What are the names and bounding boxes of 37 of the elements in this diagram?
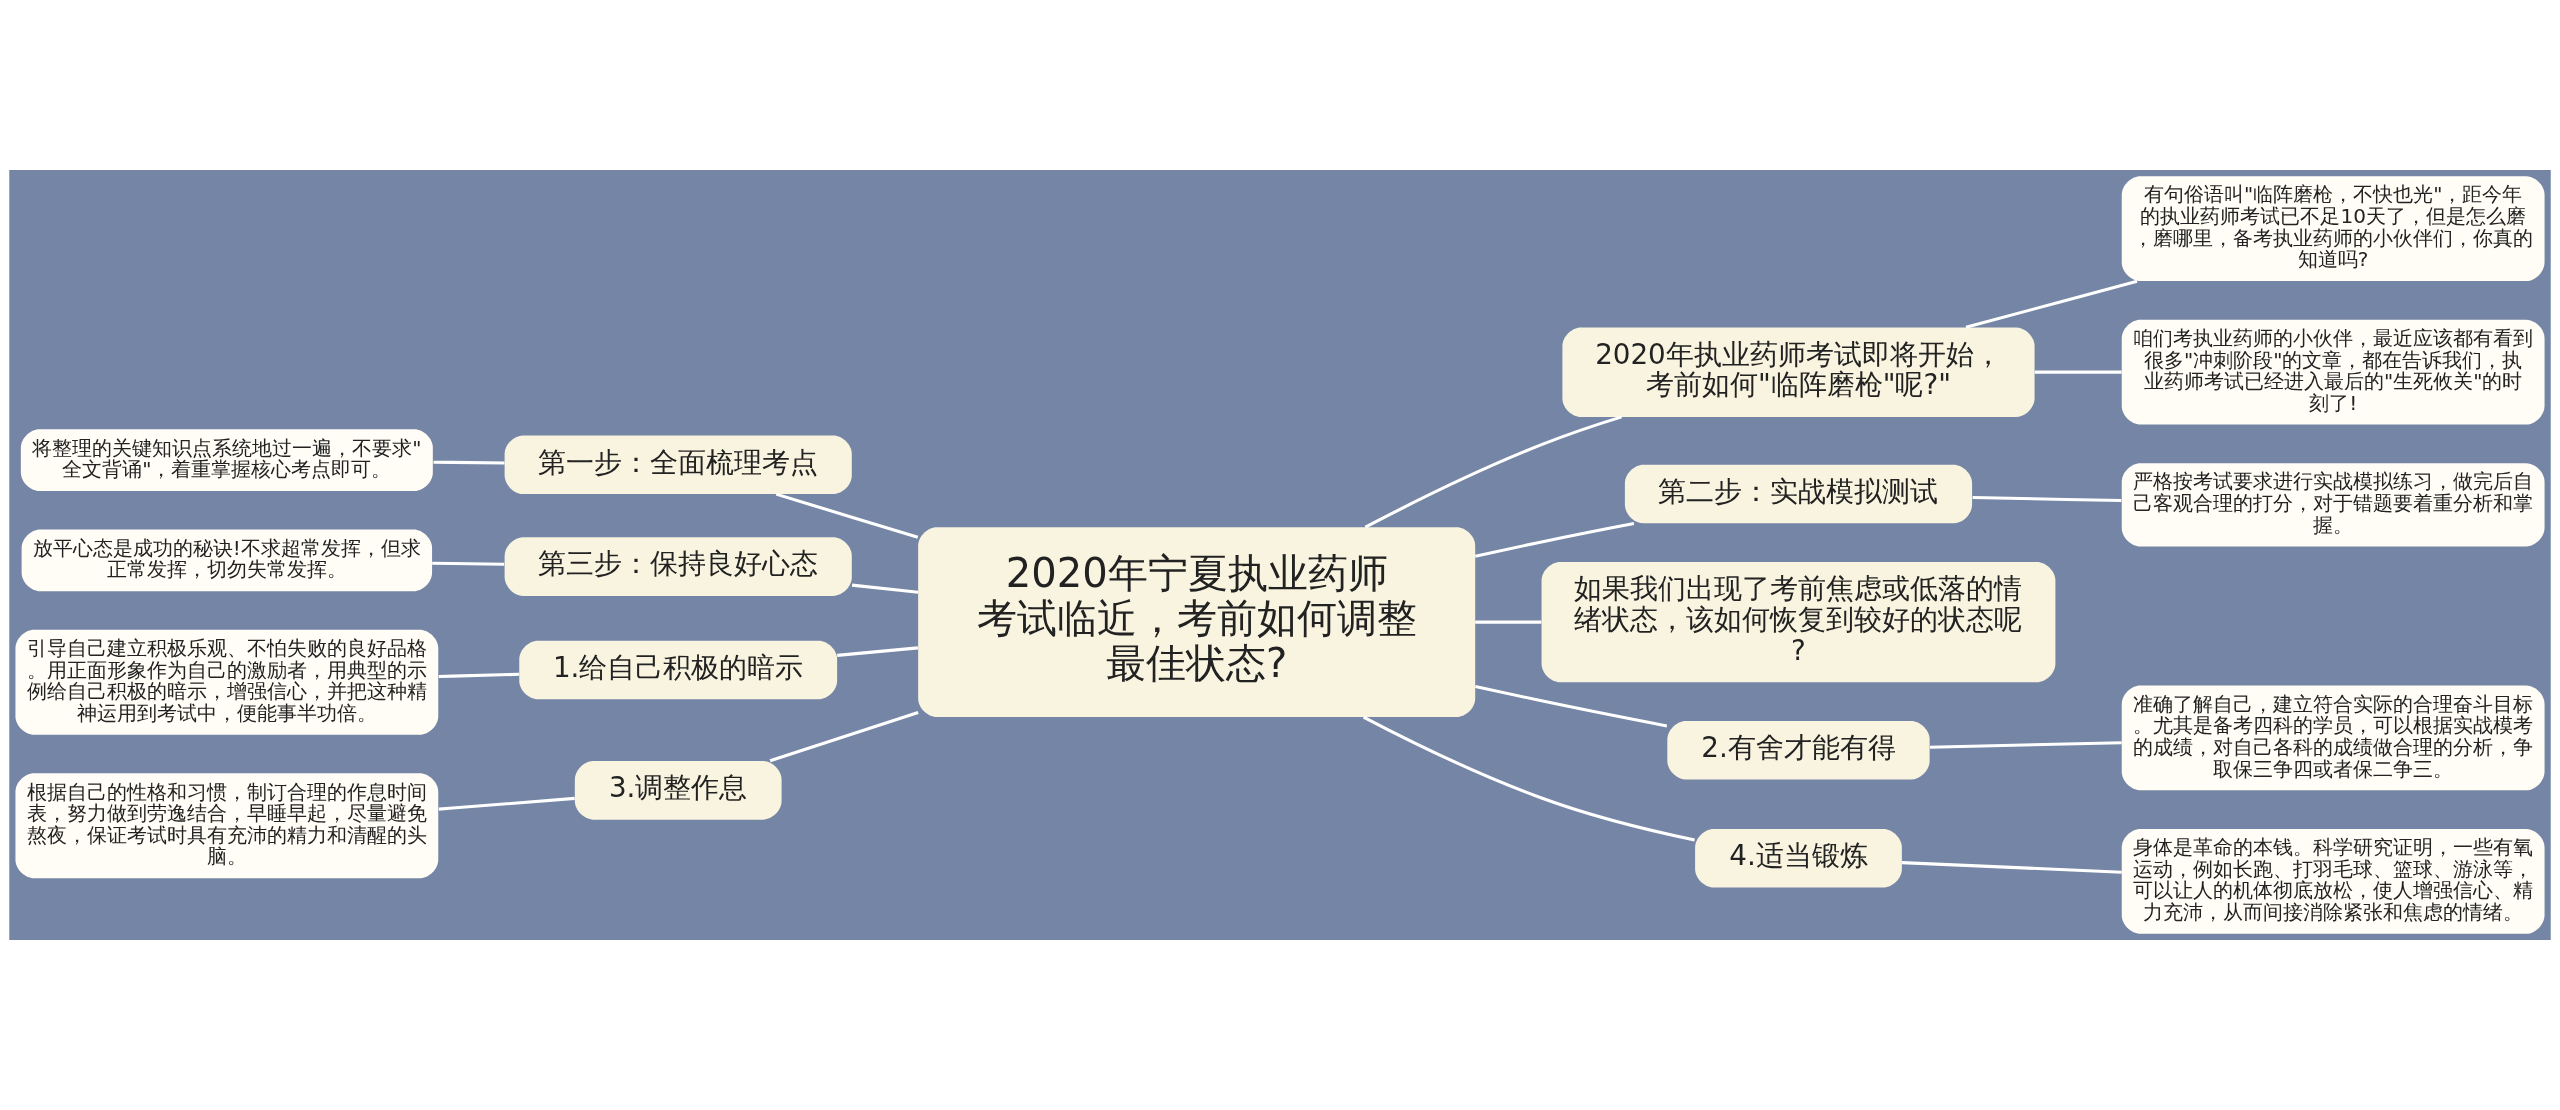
- node-box: 第一步：全面梳理考点: [504, 435, 852, 495]
- node-box: 3.调整作息: [574, 761, 782, 820]
- node-box: 根据自己的性格和习惯，制订合理的作息时间表，努力做到劳逸结合，早睡早起，尽量避免熬夜，保证考试时具有充沛的精力和清醒的头脑。: [15, 773, 439, 879]
- connector: [1475, 685, 1668, 728]
- node-box: 咱们考执业药师的小伙伴，最近应该都有看到很多"冲刺阶段"的文章，都在告诉我们，执业药师考试已经进入最后的"生死攸关"的时刻了!: [2121, 319, 2545, 425]
- connector: [1965, 279, 2138, 329]
- node-box: 有句俗语叫"临阵磨枪，不快也光"，距今年的执业药师考试已不足10天了，但是怎么磨，磨哪里，备考执业药师的小伙伴们，你真的知道吗?: [2121, 176, 2545, 282]
- connector: [432, 561, 505, 566]
- node-box: 身体是革命的本钱。科学研究证明，一些有氧运动，例如长跑、打羽毛球、篮球、游泳等，可以让人的机体彻底放松，使人增强信心、精力充沛，从而间接消除紧张和焦虑的情绪。: [2121, 828, 2545, 934]
- node-box: 1.给自己积极的暗示: [519, 640, 838, 700]
- node-box: 严格按考试要求进行实战模拟练习，做完后自己客观合理的打分，对于错题要着重分析和掌握。: [2121, 463, 2545, 547]
- node-box: 2020年执业药师考试即将开始，考前如何"临阵磨枪"呢?": [1562, 327, 2035, 417]
- connector: [438, 672, 520, 679]
- connector: [1474, 521, 1635, 558]
- connector: [2034, 370, 2122, 374]
- connector: [1475, 620, 1542, 624]
- node-box: 将整理的关键知识点系统地过一遍，不要求"全文背诵"，着重掌握核心考点即可。: [20, 429, 433, 491]
- connector: [1972, 496, 2122, 503]
- connector: [438, 796, 575, 811]
- connector: [769, 711, 919, 763]
- node-box: 2.有舍才能有得: [1667, 720, 1930, 780]
- connector: [1930, 741, 2122, 749]
- node-box: 如果我们出现了考前焦虑或低落的情绪状态，该如何恢复到较好的状态呢?: [1541, 561, 2056, 683]
- node-box: 4.适当锻炼: [1695, 828, 1902, 888]
- connector: [433, 460, 505, 465]
- connector: [1901, 861, 2122, 874]
- node-box: 第二步：实战模拟测试: [1624, 464, 1973, 524]
- node-box: 引导自己建立积极乐观、不怕失败的良好品格。用正面形象作为自己的激励者，用典型的示例给自己积极的暗示，增强信心，并把这种精神运用到考试中，便能事半功倍。: [15, 629, 439, 735]
- node-box: 2020年宁夏执业药师考试临近，考前如何调整最佳状态?: [918, 527, 1476, 717]
- node-box: 准确了解自己，建立符合实际的合理奋斗目标。尤其是备考四科的学员，可以根据实战模考的成绩，对自己各科的成绩做合理的分析，争取保三争四或者保二争三。: [2121, 685, 2545, 791]
- connector: [1362, 715, 1695, 842]
- connector: [851, 583, 919, 594]
- connector: [775, 492, 919, 539]
- connector: [837, 646, 919, 657]
- connector: [1364, 415, 1623, 529]
- node-box: 第三步：保持良好心态: [504, 537, 852, 596]
- node-box: 放平心态是成功的秘诀!不求超常发挥，但求正常发挥，切勿失常发挥。: [21, 529, 433, 592]
